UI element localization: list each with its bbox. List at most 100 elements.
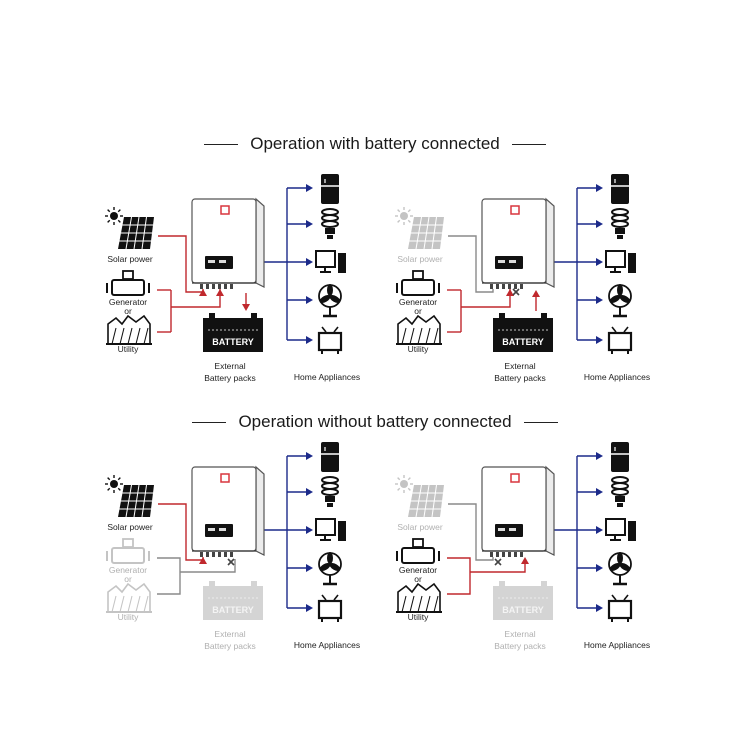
sun-icon [395, 475, 413, 493]
tv-screen [607, 331, 633, 352]
label-external: External [504, 361, 535, 371]
fan-blade [329, 295, 341, 303]
grid-bracket-line [447, 557, 471, 595]
inverter-side [255, 465, 265, 556]
utility-icon [106, 314, 152, 345]
utility-truss [143, 327, 149, 345]
output-arrow [596, 296, 603, 304]
bulb-coil [611, 488, 629, 496]
label-or: or [414, 306, 422, 316]
utility-truss [135, 327, 141, 345]
label-home-appliances: Home Appliances [584, 640, 650, 650]
label-or: or [124, 306, 132, 316]
output-arrow [306, 604, 313, 612]
inverter-display-digit [208, 528, 215, 531]
fan-blade [619, 563, 631, 571]
tv-antenna [321, 326, 327, 333]
sun-core [110, 212, 118, 220]
generator-cap [412, 538, 424, 548]
fridge-icon [611, 442, 629, 472]
heading-without-battery: Operation without battery connected [0, 412, 750, 432]
sun-ray [407, 477, 411, 481]
utility-truss [425, 595, 431, 613]
fan-blade [617, 284, 623, 296]
heading-with-battery-text: Operation with battery connected [250, 134, 500, 153]
solar-line [448, 503, 494, 561]
utility-skyline [107, 314, 151, 344]
bulb-icon [611, 208, 629, 239]
generator-body [401, 547, 435, 564]
fridge-icon [611, 174, 629, 204]
battery-label: BATTERY [502, 605, 544, 615]
output-arrow [306, 258, 313, 266]
disconnect-cross-icon [494, 558, 502, 566]
generator-icon [396, 538, 440, 564]
tv-screen [317, 331, 343, 352]
label-generator: Generator [109, 565, 147, 575]
solar-panel-icon [118, 216, 154, 250]
inverter-display-digit [509, 528, 516, 531]
solar-panel-grid [431, 216, 437, 250]
inverter-display-digit [498, 260, 505, 263]
output-arrow [596, 220, 603, 228]
generator-body [111, 547, 145, 564]
label-generator: Generator [399, 297, 437, 307]
utility-truss [433, 327, 439, 345]
heading-dash-right [523, 422, 558, 424]
inverter-terminal [490, 284, 493, 289]
solar-panel-grid [133, 484, 140, 518]
label-battery-packs: Battery packs [204, 641, 256, 651]
sun-ray [397, 477, 401, 481]
fan-icon [608, 284, 632, 318]
inverter-front [191, 466, 257, 552]
label-utility: Utility [408, 612, 430, 622]
battery-terminal [209, 581, 215, 586]
solar-panel-icon [408, 484, 444, 518]
bulb-icon [321, 476, 339, 507]
utility-skyline [397, 582, 441, 612]
fan-blade [319, 295, 331, 303]
fridge-body [611, 174, 629, 204]
fridge-body [611, 442, 629, 472]
inverter-logo [220, 205, 230, 215]
inverter-terminal [230, 284, 233, 289]
utility-truss [111, 327, 117, 345]
inverter-display-digit [498, 528, 505, 531]
generator-cap [122, 270, 134, 280]
inverter-terminal [224, 284, 227, 289]
label-external: External [214, 361, 245, 371]
fridge-icon [321, 174, 339, 204]
tv-icon [607, 326, 633, 354]
label-utility: Utility [118, 612, 140, 622]
utility-truss [135, 595, 141, 613]
sun-ray [117, 487, 121, 491]
fan-blade [327, 552, 333, 564]
utility-truss [127, 327, 133, 345]
computer-monitor [605, 518, 626, 536]
sun-ray [107, 219, 111, 223]
solar-panel-grid [431, 484, 437, 518]
fan-blade [609, 295, 621, 303]
solar-arrow [199, 557, 207, 564]
inverter-side [545, 197, 555, 288]
bulb-base [325, 496, 335, 502]
sun-ray [117, 209, 121, 213]
computer-tower [338, 253, 346, 273]
bulb-tip [617, 503, 623, 507]
heading-dash-left [192, 422, 227, 424]
bulb-coil [321, 488, 339, 496]
bulb-base [615, 228, 625, 234]
tv-antenna [333, 326, 339, 333]
tv-screen [607, 599, 633, 620]
bulb-tip [327, 503, 333, 507]
inverter-terminal [490, 552, 493, 557]
disconnect-cross-icon [227, 558, 235, 566]
sun-core [400, 212, 408, 220]
inverter-terminal [520, 552, 523, 557]
inverter-terminal [496, 284, 499, 289]
output-arrow [596, 604, 603, 612]
fan-icon [318, 552, 342, 586]
output-arrow [306, 220, 313, 228]
